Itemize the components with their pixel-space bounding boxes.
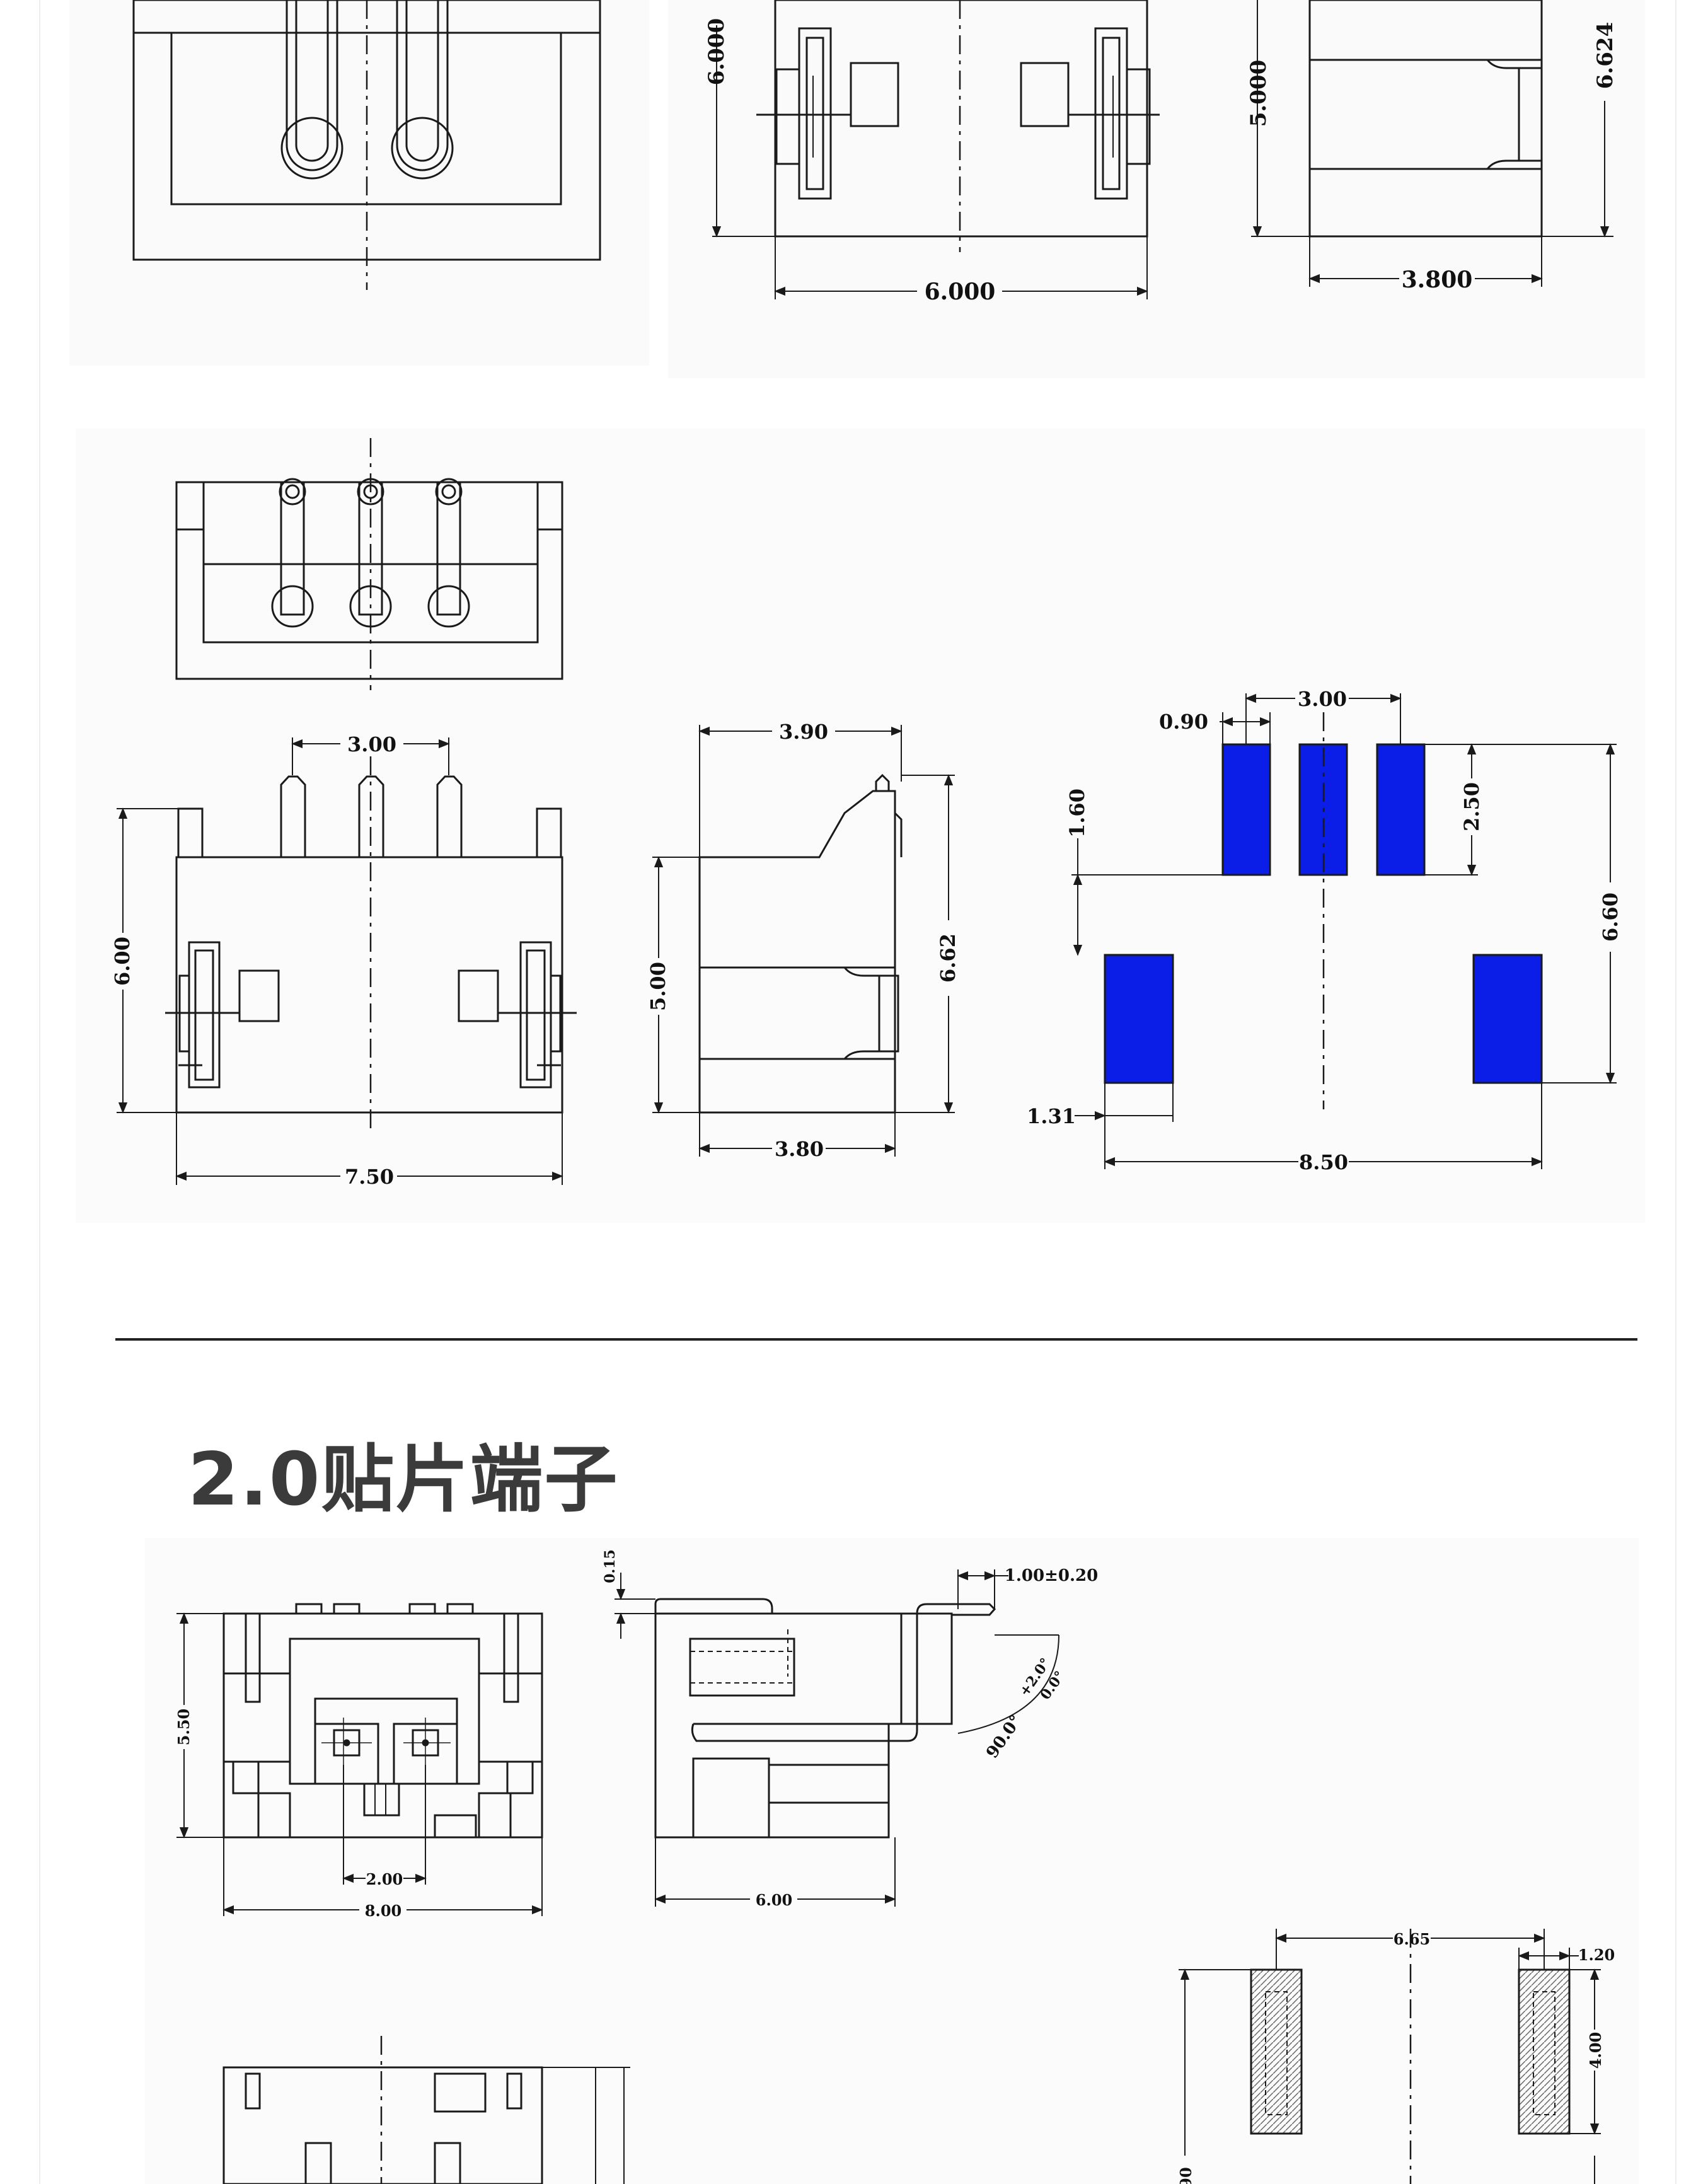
dim-smd2-height: 5.50: [175, 1709, 193, 1745]
smd2-pad-layout: [1179, 1929, 1601, 2184]
dim-smd2-pad-length: 4.00: [1586, 2032, 1605, 2069]
top-side-view: [1251, 0, 1613, 287]
dim-smd3-side-top: 3.90: [779, 720, 828, 744]
dim-side-height: 5.000: [1246, 60, 1271, 127]
dimension-labels: 6.000 6.000 5.000 6.624 3.800 3.00 6.00 …: [110, 18, 1622, 2184]
dim-smd3-side-bottom: 3.80: [775, 1137, 824, 1161]
section-title: 2.0贴片端子: [188, 1437, 619, 1522]
smd3-front-view: [117, 737, 577, 1185]
dim-pad-total: 6.60: [1598, 893, 1622, 942]
dim-pad-width: 0.90: [1159, 710, 1208, 734]
dim-pad-gap: 1.60: [1065, 789, 1089, 838]
dim-smd3-height: 6.00: [110, 937, 134, 986]
smd3-side-view: [652, 725, 955, 1157]
smd3-pad-layout: [1071, 693, 1617, 1169]
smd2-front-view: [176, 1603, 543, 1916]
pad-right: [1518, 1968, 1571, 2135]
dim-side-total: 6.624: [1593, 22, 1618, 89]
top-middle-view: [712, 0, 1160, 299]
panel-top-left: [69, 0, 649, 366]
dim-pad-span: 8.50: [1299, 1150, 1348, 1174]
dim-smd2-pad-span: 6.65: [1394, 1930, 1430, 1948]
dim-front-width: 6.000: [925, 279, 996, 305]
pad-mount-left: [1104, 954, 1174, 1084]
smd3-top-view: [175, 438, 563, 690]
top-front-view: [132, 0, 601, 290]
dim-thickness: 0.15: [602, 1549, 618, 1583]
pad-signal-3: [1376, 743, 1426, 876]
dim-smd2-pitch: 2.00: [366, 1870, 403, 1888]
section-divider: [115, 1338, 1637, 1341]
dim-smd2-depth: 6.00: [756, 1891, 792, 1909]
dim-pad-pitch: 3.00: [1298, 687, 1347, 711]
dim-side-width: 3.800: [1402, 267, 1473, 293]
dim-smd3-side-height: 5.00: [646, 962, 670, 1011]
pad-left: [1250, 1968, 1303, 2135]
pad-signal-1: [1221, 743, 1271, 876]
dim-lead-out: 1.00±0.20: [1005, 1566, 1098, 1585]
smd2-bottom-view: [222, 2036, 630, 2184]
dim-smd2-width: 8.00: [365, 1902, 401, 1920]
pad-mount-right: [1472, 954, 1543, 1084]
dim-smd3-side-total: 6.62: [936, 933, 960, 983]
dim-smd3-width: 7.50: [345, 1165, 394, 1189]
dim-smd2-pad-width: 1.20: [1578, 1946, 1615, 1964]
dim-pad-length: 2.50: [1460, 782, 1484, 831]
dim-smd3-pitch: 3.00: [347, 732, 396, 756]
dim-mount-pad: 1.31: [1027, 1104, 1076, 1128]
panel-smd2: [145, 1538, 1639, 2184]
dim-front-height: 6.000: [704, 18, 729, 85]
dim-smd2-pad-total: 90: [1177, 2167, 1195, 2184]
smd2-side-view: [615, 1569, 1059, 1907]
